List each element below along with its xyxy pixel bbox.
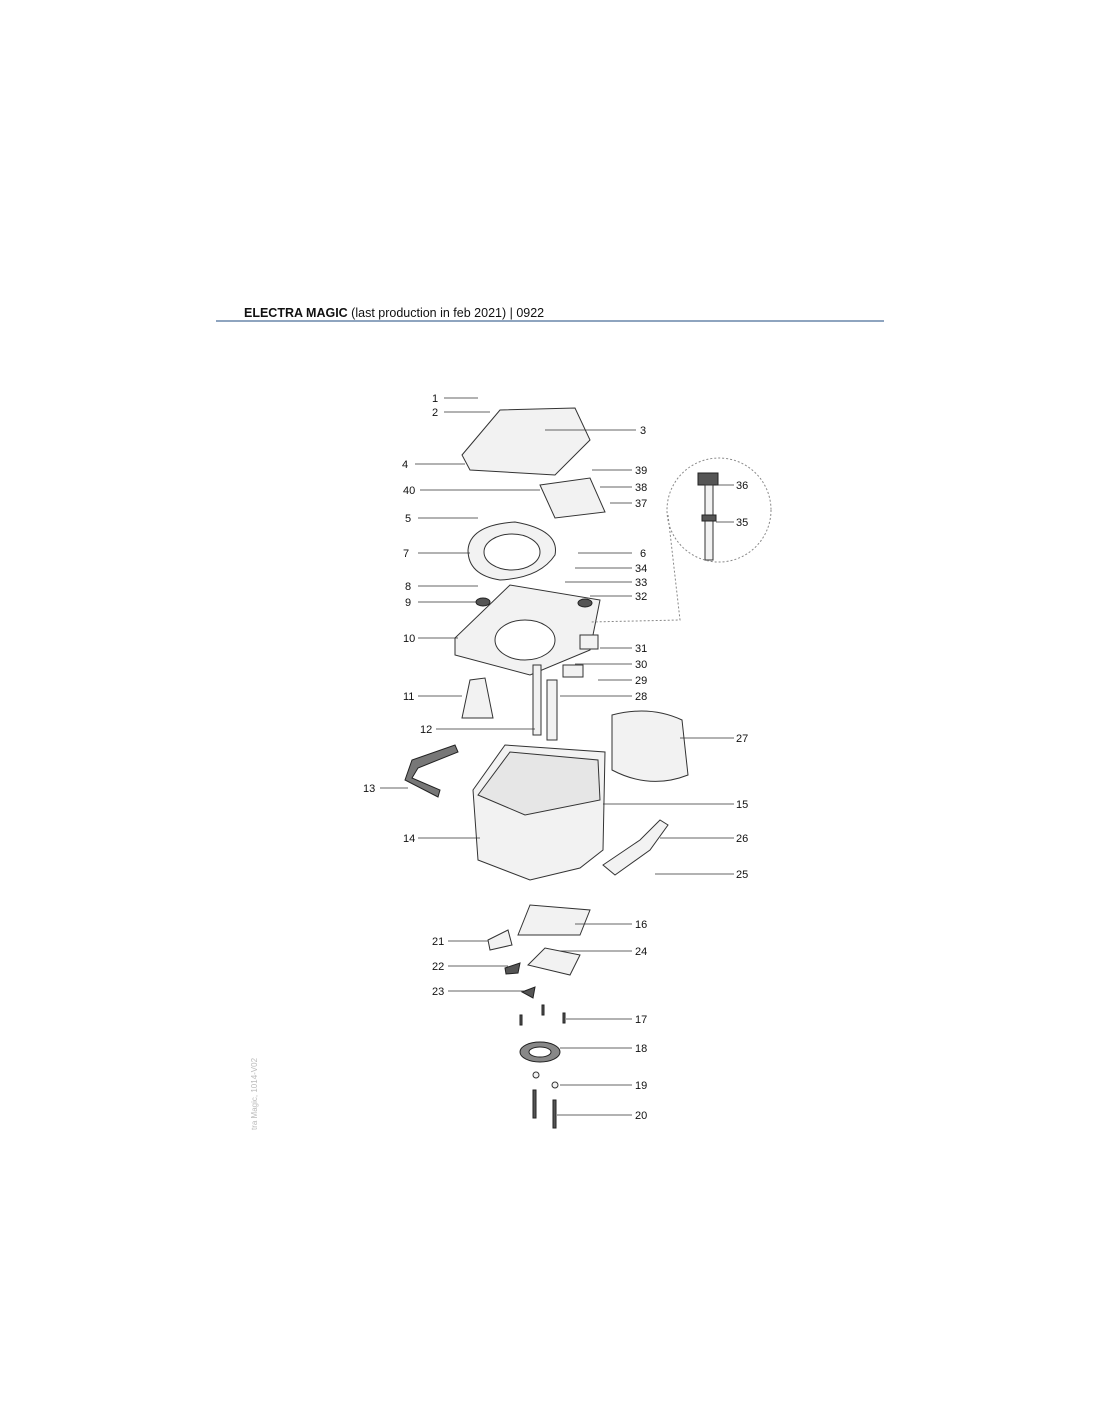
part-16 — [517, 904, 591, 936]
callout: 9 — [405, 597, 411, 609]
callout: 39 — [635, 465, 647, 477]
callout: 2 — [432, 407, 438, 419]
callout: 29 — [635, 675, 647, 687]
callout: 1 — [432, 393, 438, 405]
callout: 10 — [403, 633, 415, 645]
part-35-valve — [704, 484, 714, 561]
part-32 — [577, 598, 593, 608]
part-26 — [602, 819, 669, 876]
callout: 11 — [403, 691, 414, 703]
callout: 20 — [635, 1110, 647, 1122]
callout: 8 — [405, 581, 411, 593]
part-20-bolts — [532, 1089, 557, 1129]
callout: 15 — [736, 799, 748, 811]
callout: 19 — [635, 1080, 647, 1092]
page-header: ELECTRA MAGIC (last production in feb 20… — [244, 306, 544, 320]
callout: 3 — [640, 425, 646, 437]
callout: 16 — [635, 919, 647, 931]
callout: 5 — [405, 513, 411, 525]
callout: 28 — [635, 691, 647, 703]
part-28 — [546, 679, 558, 741]
callout: 25 — [736, 869, 748, 881]
part-31 — [579, 634, 599, 650]
callout: 40 — [403, 485, 415, 497]
callout: 32 — [635, 591, 647, 603]
part-27 — [611, 710, 689, 782]
product-name: ELECTRA MAGIC — [244, 306, 348, 320]
part-11 — [461, 677, 494, 719]
callout: 7 — [403, 548, 409, 560]
part-22 — [504, 962, 521, 975]
ring-opening — [528, 1046, 552, 1058]
part-21 — [487, 929, 513, 951]
callout: 31 — [635, 643, 647, 655]
part-23 — [520, 986, 536, 999]
part-19-nuts — [532, 1071, 559, 1089]
callout: 27 — [736, 733, 748, 745]
part-30 — [562, 664, 584, 678]
header-divider — [216, 320, 884, 322]
part-flush-unit — [539, 477, 606, 519]
callout: 34 — [635, 563, 647, 575]
callout: 23 — [432, 986, 444, 998]
bowl-opening — [494, 619, 556, 661]
callout: 21 — [432, 936, 444, 948]
callout: 35 — [736, 517, 748, 529]
callout: 36 — [736, 480, 748, 492]
tank-top — [477, 751, 601, 816]
callout: 6 — [640, 548, 646, 560]
header-subtitle: (last production in feb 2021) | 0922 — [347, 306, 545, 320]
valve-collar — [701, 514, 717, 522]
part-17-screws — [519, 1004, 566, 1026]
part-9 — [475, 597, 491, 607]
part-13 — [404, 744, 459, 798]
detail-pointer — [589, 514, 681, 623]
callout: 17 — [635, 1014, 647, 1026]
leader-lines — [380, 397, 734, 1116]
part-36 — [697, 472, 719, 486]
callout: 22 — [432, 961, 444, 973]
callout: 18 — [635, 1043, 647, 1055]
callout: 12 — [420, 724, 432, 736]
callout: 26 — [736, 833, 748, 845]
part-24 — [527, 947, 581, 976]
callout: 37 — [635, 498, 647, 510]
parts — [404, 407, 772, 1129]
callout: 13 — [363, 783, 375, 795]
callout: 33 — [635, 577, 647, 589]
callout: 4 — [402, 459, 408, 471]
callout: 38 — [635, 482, 647, 494]
callout: 30 — [635, 659, 647, 671]
part-12 — [532, 664, 542, 736]
detail-circle — [666, 457, 772, 563]
seat-opening — [483, 533, 541, 571]
callout: 24 — [635, 946, 647, 958]
part-lid — [461, 407, 591, 476]
callout: 14 — [403, 833, 415, 845]
